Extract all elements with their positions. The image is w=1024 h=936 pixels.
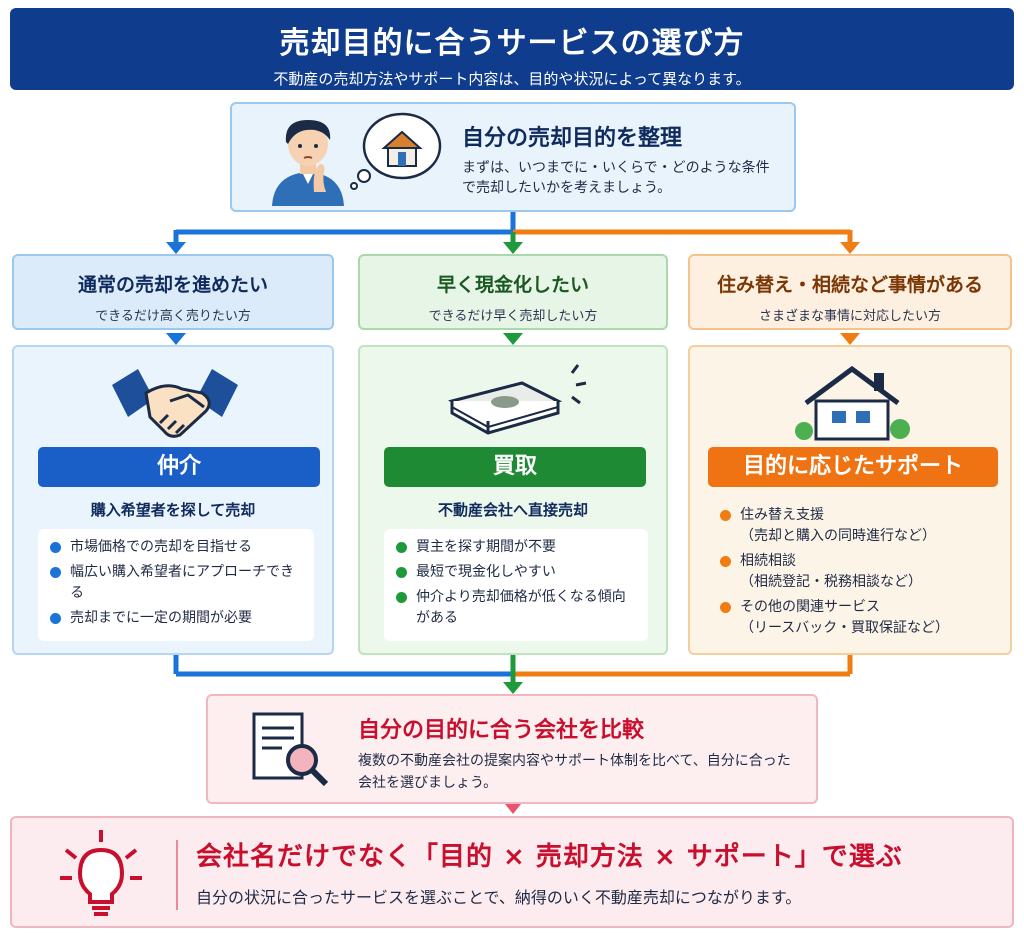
list-item: 仲介より売却価格が低くなる傾向がある <box>394 587 638 629</box>
category-subtitle: さまざまな事情に対応したい方 <box>758 309 941 324</box>
list-item: 買主を探す期間が不要 <box>394 537 638 558</box>
list-item: 住み替え支援 <box>718 505 982 526</box>
bullet-dot <box>720 556 731 567</box>
brokerage-label: 仲介 <box>38 447 320 487</box>
bullet-dot <box>396 542 407 553</box>
brokerage-features: 市場価格での売却を目指せる 幅広い購入希望者にアプローチできる 売却までに一定の… <box>38 529 314 641</box>
category-title: 通常の売却を進めたい <box>77 274 268 296</box>
category-normal-sale: 通常の売却を進めたい できるだけ高く売りたい方 <box>12 254 334 330</box>
document-search-icon <box>252 712 329 787</box>
header-banner: 売却目的に合うサービスの選び方 不動産の売却方法やサポート内容は、目的や状況によ… <box>10 8 1014 90</box>
bullet-dot <box>50 613 61 624</box>
list-item: 幅広い購入希望者にアプローチできる <box>48 562 304 604</box>
support-features: 住み替え支援 （売却と購入の同時進行など） 相続相談 （相続登記・税務相談など）… <box>708 497 992 651</box>
list-item-note: （相続登記・税務相談など） <box>740 574 922 590</box>
cash-stack-icon <box>447 364 587 435</box>
purchase-label: 買取 <box>384 447 646 487</box>
support-label: 目的に応じたサポート <box>708 447 998 487</box>
compare-description: 複数の不動産会社の提案内容やサポート体制を比べて、自分に合った会社を選びましょう… <box>358 753 791 791</box>
conclusion-description: 自分の状況に合ったサービスを選ぶことで、納得のいく不動産売却につながります。 <box>196 888 802 907</box>
lightbulb-icon <box>60 830 142 916</box>
conclusion-box: 会社名だけでなく「目的 × 売却方法 × サポート」で選ぶ 自分の状況に合ったサ… <box>10 816 1014 928</box>
purpose-box: 自分の売却目的を整理 まずは、いつまでに・いくらで・どのような条件で売却したいか… <box>230 102 796 212</box>
handshake-icon <box>112 369 238 438</box>
category-subtitle: できるだけ高く売りたい方 <box>95 309 251 324</box>
compare-title: 自分の目的に合う会社を比較 <box>358 718 645 743</box>
list-item: その他の関連サービス <box>718 597 982 618</box>
panel-direct-purchase: 買取 不動産会社へ直接売却 買主を探す期間が不要 最短で現金化しやすい 仲介より… <box>358 345 668 655</box>
bullet-dot <box>50 567 61 578</box>
page-title: 売却目的に合うサービスの選び方 <box>279 26 745 61</box>
list-item: 市場価格での売却を目指せる <box>48 537 304 558</box>
divider <box>176 840 178 910</box>
house-icon <box>795 365 910 441</box>
bullet-dot <box>720 602 731 613</box>
list-item-note: （売却と購入の同時進行など） <box>740 528 936 544</box>
thinking-person-icon <box>272 120 344 206</box>
bullet-dot <box>396 592 407 603</box>
list-item: 売却までに一定の期間が必要 <box>48 608 304 629</box>
conclusion-title: 会社名だけでなく「目的 × 売却方法 × サポート」で選ぶ <box>196 842 903 872</box>
panel-support: 目的に応じたサポート 住み替え支援 （売却と購入の同時進行など） 相続相談 （相… <box>688 345 1012 655</box>
brokerage-subtitle: 購入希望者を探して売却 <box>90 501 256 519</box>
list-item: 相続相談 <box>718 551 982 572</box>
bullet-dot <box>50 542 61 553</box>
purchase-subtitle: 不動産会社へ直接売却 <box>437 501 588 519</box>
purchase-features: 買主を探す期間が不要 最短で現金化しやすい 仲介より売却価格が低くなる傾向がある <box>384 529 648 641</box>
list-item: 最短で現金化しやすい <box>394 562 638 583</box>
bullet-dot <box>720 510 731 521</box>
house-thought-icon <box>350 112 442 190</box>
category-title: 住み替え・相続など事情がある <box>716 274 983 296</box>
page-subtitle: 不動産の売却方法やサポート内容は、目的や状況によって異なります。 <box>273 70 751 88</box>
category-subtitle: できるだけ早く売却したい方 <box>428 309 598 324</box>
list-item-note: （リースバック・買取保証など） <box>740 620 950 636</box>
category-special-circumstances: 住み替え・相続など事情がある さまざまな事情に対応したい方 <box>688 254 1012 330</box>
category-title: 早く現金化したい <box>436 274 589 296</box>
compare-box: 自分の目的に合う会社を比較 複数の不動産会社の提案内容やサポート体制を比べて、自… <box>206 694 818 804</box>
panel-brokerage: 仲介 購入希望者を探して売却 市場価格での売却を目指せる 幅広い購入希望者にアプ… <box>12 345 334 655</box>
bullet-dot <box>396 567 407 578</box>
category-quick-cash: 早く現金化したい できるだけ早く売却したい方 <box>358 254 668 330</box>
purpose-title: 自分の売却目的を整理 <box>462 126 683 151</box>
purpose-description: まずは、いつまでに・いくらで・どのような条件で売却したいかを考えましょう。 <box>462 160 770 196</box>
